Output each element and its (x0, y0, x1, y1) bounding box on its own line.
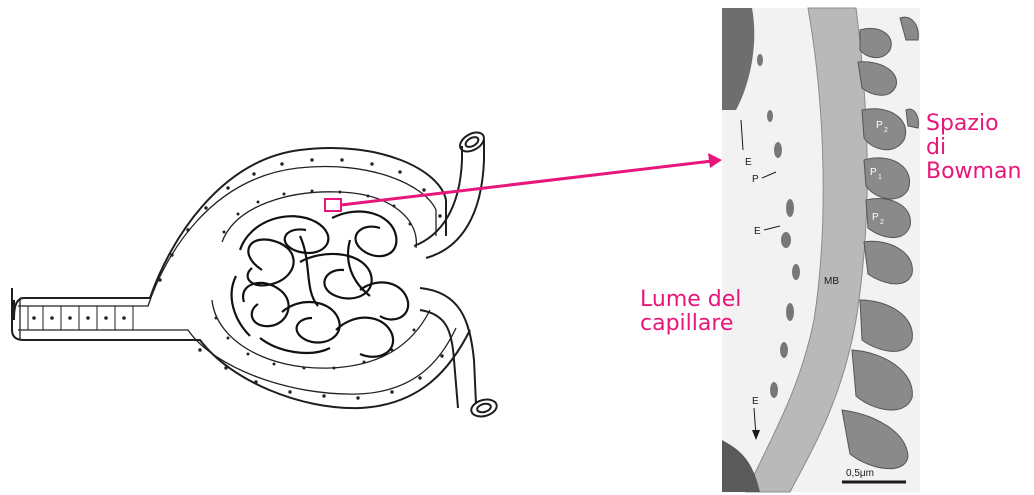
label-P1-sub: 1 (878, 174, 882, 181)
arterioles (414, 129, 499, 420)
label-MB: MB (824, 276, 839, 287)
label-bowman-line3: Bowman (926, 160, 1034, 184)
afferent-arteriole (420, 288, 476, 404)
label-E-bottom: E (752, 396, 759, 407)
label-capillary-line2: capillare (640, 312, 760, 336)
epithelial-cells (32, 158, 443, 399)
scale-bar-label: 0,5μm (846, 468, 874, 479)
electron-micrograph: E P E P 2 P 1 P 2 MB E 0,5μm (722, 8, 920, 492)
cell-dividers (28, 306, 133, 330)
label-P2-a: P (876, 120, 883, 131)
tube-bottom-band (18, 328, 456, 394)
inset-highlight-box (325, 199, 341, 211)
label-bowman-space: Spazio di Bowman (926, 112, 1034, 184)
label-P1: P (870, 167, 877, 178)
label-E-top: E (745, 157, 752, 168)
capillary-tuft (232, 212, 409, 357)
label-capillary-lumen: Lume del capillare (640, 288, 760, 336)
arteriole-opening-bottom (469, 397, 498, 419)
label-bowman-line2: di (926, 136, 1034, 160)
label-P2-a-sub: 2 (884, 127, 888, 134)
pointer-arrow (341, 153, 722, 205)
label-bowman-line1: Spazio (926, 112, 1034, 136)
label-capillary-line1: Lume del (640, 288, 760, 312)
label-P2-b-sub: 2 (880, 219, 884, 226)
bowman-capsule-drawing (12, 148, 470, 408)
label-P2-b: P (872, 212, 879, 223)
label-E-mid: E (754, 226, 761, 237)
label-P-left: P (752, 174, 759, 185)
